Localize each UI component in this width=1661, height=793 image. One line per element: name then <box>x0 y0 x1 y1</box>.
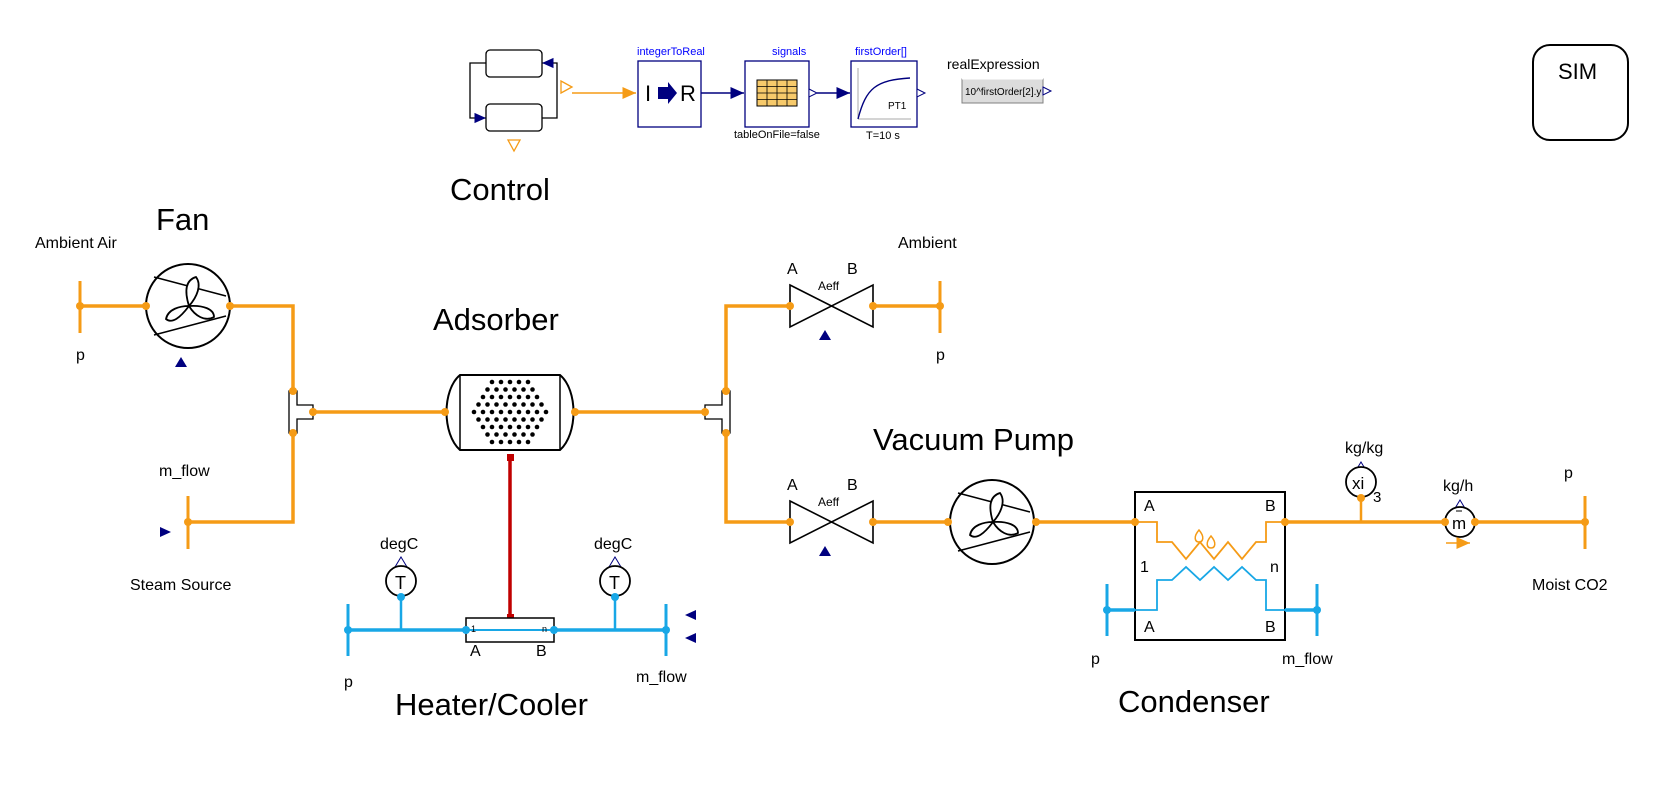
junction-left[interactable] <box>288 387 317 437</box>
real-expression-value: 10^firstOrder[2].y <box>965 87 1041 98</box>
pump-rotor-icon <box>969 491 1019 538</box>
cond-b-bot-label: B <box>1265 619 1276 636</box>
real-out-label: R <box>680 81 696 106</box>
heater-b-label: B <box>536 643 547 660</box>
valve-vacuum[interactable]: Aeff <box>786 495 877 556</box>
integer-to-real-title: integerToReal <box>637 46 705 58</box>
ambient-p-label: p <box>936 347 945 364</box>
xi-unit-label: kg/kg <box>1345 440 1383 457</box>
ambient-boundary[interactable] <box>936 281 944 333</box>
real-expression-block[interactable]: realExpression 10^firstOrder[2].y <box>947 56 1053 104</box>
integer-in-label: I <box>645 81 651 106</box>
xi-index: 3 <box>1373 489 1381 506</box>
heater-1-label: 1 <box>471 624 476 634</box>
moist-p-label: p <box>1564 465 1573 482</box>
vacuum-pump-label: Vacuum Pump <box>873 422 1074 457</box>
sim-label: SIM <box>1558 59 1597 84</box>
ambient-label: Ambient <box>898 235 957 252</box>
heater-m-flow-label: m_flow <box>636 669 687 686</box>
heater-inlet-boundary[interactable] <box>344 604 352 656</box>
signals-title: signals <box>772 46 807 58</box>
heater-n-label: n <box>542 624 547 634</box>
mflow-unit-label: kg/h <box>1443 478 1473 495</box>
moist-co2-label: Moist CO2 <box>1532 577 1608 594</box>
valve-ambient[interactable]: Aeff <box>786 279 877 340</box>
adsorbent-packing-icon <box>471 379 549 445</box>
first-order-title: firstOrder[] <box>855 46 907 58</box>
valve1-b-label: B <box>847 261 858 278</box>
fan-block[interactable] <box>142 263 234 367</box>
junction-right[interactable] <box>701 387 731 437</box>
adsorber-block[interactable] <box>441 374 579 451</box>
signals-table-block[interactable]: signals tableOnFile=false <box>734 46 820 141</box>
heater-temp-input-icon <box>685 633 696 643</box>
ambient-air-label: Ambient Air <box>35 235 117 252</box>
control-label: Control <box>450 172 550 207</box>
valve2-b-label: B <box>847 477 858 494</box>
vacuum-pump-block[interactable] <box>944 479 1040 565</box>
step-response-icon <box>857 68 911 120</box>
steam-m-flow-label: m_flow <box>159 463 210 480</box>
table-icon <box>756 79 798 107</box>
cond-b-top-label: B <box>1265 498 1276 515</box>
steam-source-label: Steam Source <box>130 577 231 594</box>
real-expression-title: realExpression <box>947 56 1040 72</box>
valve1-a-label: A <box>787 261 798 278</box>
cond-1-label: 1 <box>1140 559 1149 576</box>
integer-input-port <box>560 79 574 95</box>
integer-to-real-block[interactable]: integerToReal I R <box>637 46 705 128</box>
fan-label: Fan <box>156 202 209 237</box>
signals-param: tableOnFile=false <box>734 129 820 141</box>
cond-a-bot-label: A <box>1144 619 1155 636</box>
temperature-sensor-out[interactable]: degC T <box>594 536 632 630</box>
condenser-block[interactable]: A B A B 1 n <box>1107 491 1317 641</box>
heater-a-label: A <box>470 643 481 660</box>
valve1-opening-input-icon <box>819 330 831 340</box>
first-order-block[interactable]: firstOrder[] PT1 T=10 s <box>850 46 927 142</box>
adsorber-label: Adsorber <box>433 302 559 337</box>
condenser-label: Condenser <box>1118 684 1270 719</box>
first-order-param: T=10 s <box>866 130 900 142</box>
valve2-aeff-label: Aeff <box>818 495 840 509</box>
heater-cooler-label: Heater/Cooler <box>395 687 588 722</box>
valve1-aeff-label: Aeff <box>818 279 840 293</box>
temp2-unit-label: degC <box>594 536 632 553</box>
fan-p-label: p <box>76 347 85 364</box>
condenser-p-label: p <box>1091 651 1100 668</box>
fan-rotor-icon <box>165 275 215 322</box>
temp1-unit-label: degC <box>380 536 418 553</box>
condenser-m-flow-label: m_flow <box>1282 651 1333 668</box>
first-order-inner: PT1 <box>888 101 907 112</box>
cond-a-top-label: A <box>1144 498 1155 515</box>
valve2-a-label: A <box>787 477 798 494</box>
condensate-drops-icon <box>1194 528 1216 549</box>
moist-co2-boundary[interactable] <box>1581 496 1589 549</box>
fan-speed-input-icon <box>175 357 187 367</box>
mflow-symbol: m <box>1452 514 1466 533</box>
heater-p-label: p <box>344 674 353 691</box>
sim-block[interactable]: SIM <box>1532 44 1629 141</box>
steam-flow-input-icon <box>160 527 171 537</box>
cond-n-label: n <box>1270 559 1279 576</box>
temperature-sensor-in[interactable]: degC T <box>380 536 418 630</box>
xi-symbol: xi <box>1352 474 1364 493</box>
heater-flow-input-icon <box>685 610 696 620</box>
steam-source-boundary[interactable] <box>160 496 192 549</box>
state-output-port <box>506 139 522 153</box>
temp1-symbol: T <box>395 573 406 593</box>
state-graph-block[interactable] <box>469 49 558 153</box>
heater-outlet-boundary[interactable] <box>662 604 696 656</box>
conversion-arrow-icon <box>658 82 677 104</box>
mass-flow-sensor[interactable]: m <box>1441 499 1479 549</box>
temp2-symbol: T <box>609 573 620 593</box>
fluid-lines <box>80 304 1585 524</box>
heater-cooler-block[interactable]: 1 n A B <box>462 617 558 660</box>
mass-fraction-sensor[interactable]: xi 3 <box>1345 461 1381 522</box>
valve2-opening-input-icon <box>819 546 831 556</box>
